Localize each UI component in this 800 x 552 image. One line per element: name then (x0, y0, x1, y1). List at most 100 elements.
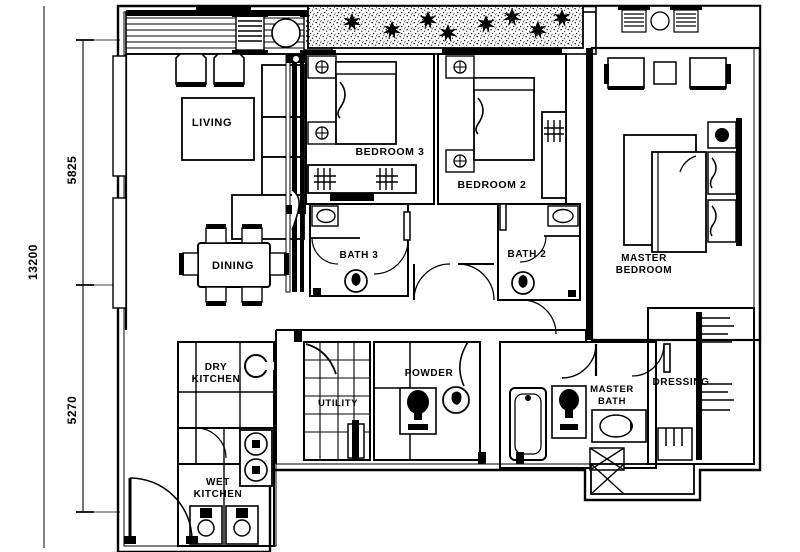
dimension-block (43, 6, 120, 548)
entry-door-jamb-right (186, 536, 198, 544)
lounge-chair-left-arm (604, 64, 609, 84)
wet-kitchen-sink-right-bowl (233, 519, 251, 537)
outer-wall (116, 4, 762, 552)
bedroom-2 (437, 48, 567, 205)
window-bay-upper (112, 55, 127, 177)
corridor-pillar-c (516, 452, 524, 464)
master-wc-bowl (559, 389, 579, 411)
dining-chair-bottom-left (205, 286, 227, 303)
bath-3-door-swing (373, 239, 409, 275)
corridor-pillar-d (352, 420, 359, 460)
master-bath-door-swing (561, 343, 597, 379)
balcony-rail (126, 10, 310, 16)
dressing-walls (647, 307, 755, 465)
label-master-bath-line1: MASTER (590, 384, 634, 395)
shower-door-swing-3 (311, 237, 339, 265)
room-labels: LIVING DINING BEDROOM 3 BEDROOM 2 BATH 3… (192, 117, 709, 500)
sofa-seat-mid (261, 116, 305, 158)
armchair-1 (175, 53, 207, 85)
round-fixture (650, 11, 670, 31)
master-left-wall (586, 48, 593, 340)
living-armchairs (175, 53, 245, 87)
dining-chair-bottom-left-back (206, 301, 226, 306)
label-bath-2: BATH 2 (508, 249, 547, 260)
ac-condenser-left-fins (624, 13, 644, 27)
hob-burner-top-center (252, 440, 260, 448)
entry-door (124, 477, 198, 544)
wet-kitchen-tap-right (236, 508, 248, 518)
lounge-chair-right-base (690, 86, 726, 90)
shower-door-swing-2 (519, 235, 547, 263)
partition-rail-b (300, 54, 304, 292)
powder-room (373, 341, 481, 461)
dining-chair-right (269, 252, 286, 276)
dining-set (179, 224, 289, 306)
wet-kitchen (177, 427, 275, 547)
balcony-rail-segment (196, 6, 251, 11)
outdoor-chair-left-back (232, 12, 268, 17)
label-utility: UTILITY (318, 398, 358, 409)
dressing-rail-post (696, 312, 702, 460)
powder-wc-stem (414, 404, 422, 420)
hob-burner-bottom-center (252, 466, 260, 474)
label-master-bedroom-line2: BEDROOM (616, 265, 672, 276)
master-bed-throw (679, 155, 697, 173)
label-wet-kitchen-line1: WET (206, 477, 230, 488)
dimension-label-overall: 13200 (26, 244, 40, 280)
master-bedroom (586, 46, 762, 342)
dining-chair-right-back (284, 253, 289, 275)
wet-kitchen-walls (177, 427, 275, 547)
master-wardrobe-upper-detail (709, 157, 717, 189)
ac-condenser-left (621, 9, 647, 33)
dressing-door-leaf (663, 343, 671, 373)
armchair-1-base (176, 82, 206, 87)
wardrobe-2-hangers (544, 120, 564, 142)
dining-chair-top-left-back (206, 224, 226, 229)
utility-walls (303, 341, 371, 461)
label-powder: POWDER (405, 368, 454, 379)
basin-2-bowl (552, 208, 574, 224)
armchair-2-base (214, 82, 244, 87)
top-right-utility-zone (595, 5, 761, 49)
outdoor-chair-left-front (232, 50, 268, 55)
dimension-label-lower: 5270 (65, 396, 79, 425)
powder-wc-base (408, 424, 428, 430)
bath-3 (309, 203, 411, 297)
lounge-side-table (653, 61, 677, 85)
corridor-walls (275, 329, 587, 464)
label-dressing: DRESSING (652, 377, 709, 388)
master-lamp (715, 128, 729, 142)
wc-3-seat (351, 273, 361, 286)
master-wc-stem (565, 402, 573, 418)
outdoor-chair-left-slats (238, 20, 262, 42)
powder-door-swing (459, 341, 469, 387)
corridor-pillar-a (294, 330, 302, 342)
dining-chair-bottom-right (241, 286, 263, 303)
bed-3-headboard (335, 61, 397, 75)
wardrobe-3-hangers (314, 168, 398, 190)
ac-condenser-right (673, 9, 699, 33)
sofa-seat-top (261, 64, 305, 118)
partition-rail-a (292, 54, 297, 292)
bath-2 (497, 203, 581, 301)
corridor-doors (413, 263, 557, 335)
partition-pivot-top (291, 54, 301, 64)
master-bed (651, 151, 707, 253)
label-dry-kitchen-line1: DRY (205, 362, 228, 373)
bedroom-3-door-sill (330, 193, 374, 201)
dining-chair-left-back (179, 253, 184, 275)
wet-kitchen-door-swing (195, 427, 227, 459)
dimension-label-upper: 5825 (65, 156, 79, 185)
corridor-pillar-b (478, 452, 486, 464)
label-wet-kitchen-line2: KITCHEN (194, 489, 243, 500)
service-yard-x2 (590, 463, 625, 495)
bath-3-floor-drain (313, 288, 321, 295)
label-bedroom-2: BEDROOM 2 (458, 179, 527, 191)
window-bay-lower (112, 197, 127, 309)
sofa-seat-bottom (261, 156, 305, 196)
powder-basin-tap (451, 391, 462, 405)
armchair-2 (213, 53, 245, 85)
dressing-shelf-unit (657, 427, 693, 461)
service-yard (590, 463, 695, 495)
planter-box (307, 5, 584, 49)
